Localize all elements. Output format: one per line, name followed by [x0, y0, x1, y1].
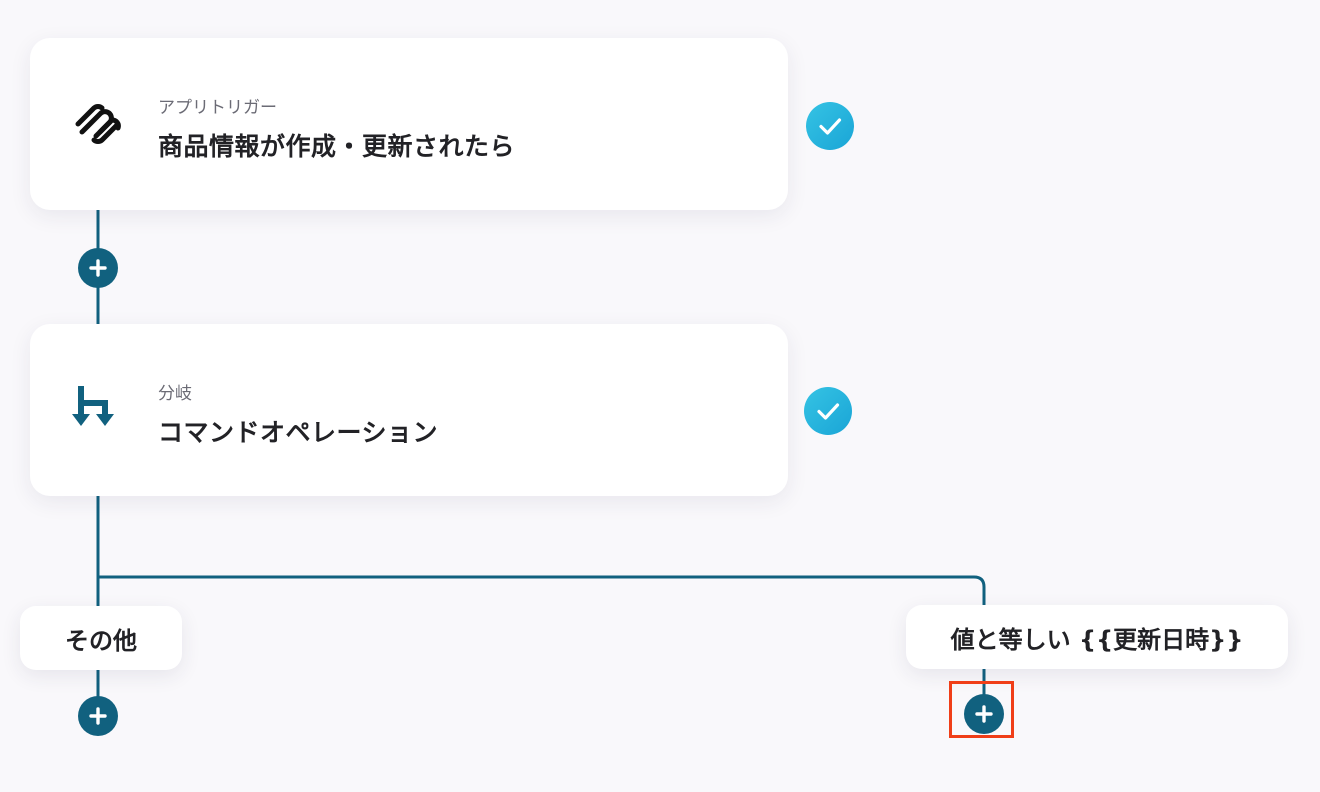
- step-title: コマンドオペレーション: [158, 418, 439, 447]
- completed-check-icon: [806, 102, 854, 150]
- trigger-step-card[interactable]: アプリトリガー 商品情報が作成・更新されたら: [30, 38, 788, 210]
- squarespace-logo-icon: [70, 94, 126, 150]
- branch-step-card[interactable]: 分岐 コマンドオペレーション: [30, 324, 788, 496]
- step-type-label: 分岐: [158, 384, 192, 404]
- branch-other-label[interactable]: その他: [20, 606, 182, 670]
- add-step-button-other-branch[interactable]: [78, 696, 118, 736]
- highlight-box: [949, 681, 1014, 738]
- completed-check-icon: [804, 387, 852, 435]
- branch-condition-label[interactable]: 値と等しい {{更新日時}}: [906, 605, 1288, 669]
- add-step-button-condition-branch[interactable]: [964, 694, 1004, 734]
- step-title: 商品情報が作成・更新されたら: [158, 132, 516, 161]
- add-step-button[interactable]: [78, 248, 118, 288]
- step-type-label: アプリトリガー: [158, 98, 277, 118]
- branch-icon: [70, 380, 126, 436]
